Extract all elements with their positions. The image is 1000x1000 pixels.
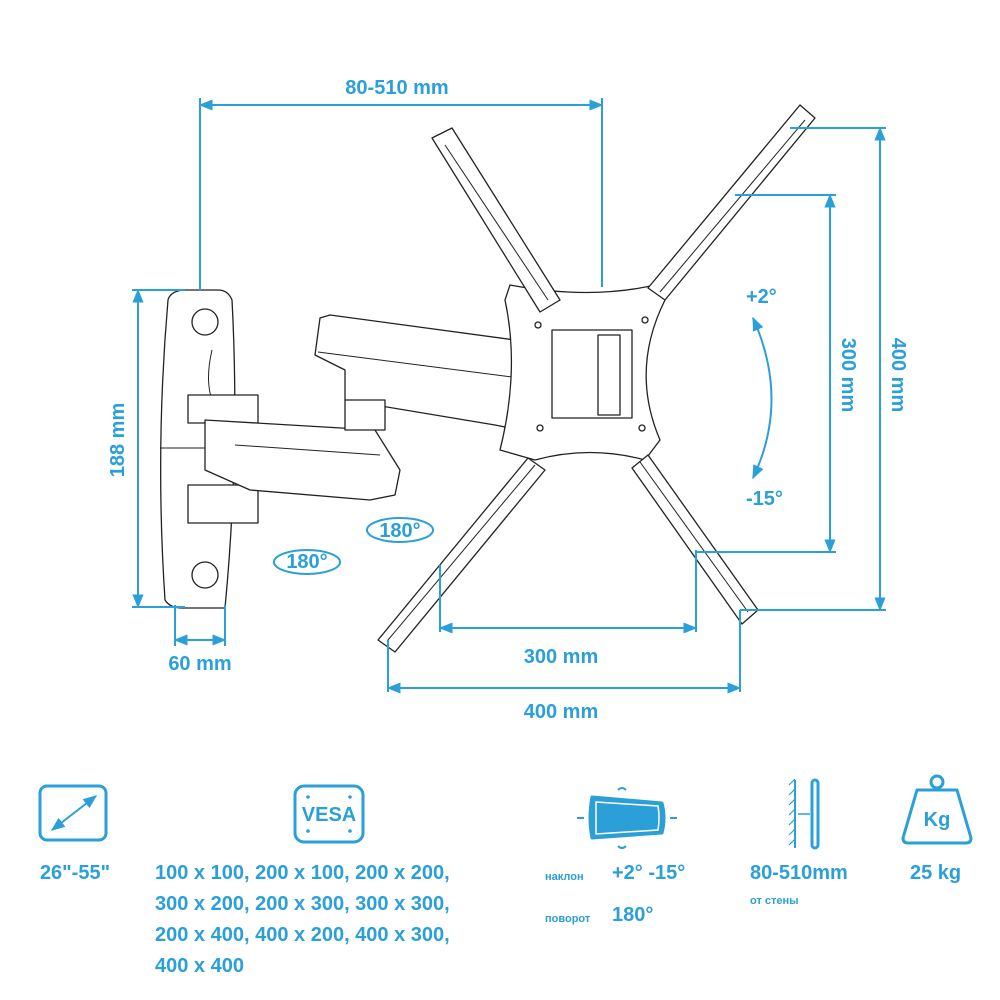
weight-icon: Kg	[901, 774, 973, 845]
screen-size-value: 26"-55"	[40, 862, 110, 884]
dim-vesa-h-inner: 300 mm	[438, 550, 698, 668]
plate-height-label: 188 mm	[107, 403, 129, 478]
dim-plate-height: 188 mm	[107, 288, 185, 609]
swivel-wall-indicator: 180°	[273, 549, 341, 575]
dim-vesa-h-outer: 400 mm	[386, 610, 742, 723]
tilt-label: наклон	[545, 871, 584, 883]
max-weight-value: 25 kg	[910, 862, 961, 884]
vesa-v-inner-label: 300 mm	[837, 338, 859, 413]
vesa-h-outer-label: 400 mm	[524, 701, 599, 723]
swivel-wall-label: 180°	[286, 551, 327, 573]
vesa-plate	[377, 104, 816, 653]
dim-arm-extension: 80-510 mm	[198, 77, 604, 290]
vesa-sizes-list: 100 x 100, 200 x 100, 200 x 200, 300 x 2…	[155, 862, 450, 977]
arm-assembly	[187, 314, 526, 524]
tilt-down-label: -15°	[746, 488, 783, 510]
arm-extension-label: 80-510 mm	[345, 77, 448, 99]
wall-distance-value: 80-510mm	[750, 862, 848, 884]
tilt-up-label: +2°	[746, 286, 777, 308]
dim-vesa-v-outer: 400 mm	[740, 126, 909, 612]
tilt-swivel-icon	[577, 787, 677, 849]
swivel-arm-indicator: 180°	[366, 517, 434, 543]
plate-depth-label: 60 mm	[168, 653, 231, 675]
vesa-line: 300 x 200, 200 x 300, 300 x 300,	[155, 893, 450, 915]
vesa-line: 400 x 400	[155, 955, 244, 977]
swivel-value: 180°	[612, 904, 653, 926]
vesa-v-outer-label: 400 mm	[887, 338, 909, 413]
dim-vesa-v-inner: 300 mm	[696, 193, 859, 554]
tilt-value: +2° -15°	[612, 862, 685, 884]
dim-plate-depth: 60 mm	[168, 605, 232, 675]
vesa-icon-label: VESA	[302, 804, 356, 826]
swivel-label: поворот	[545, 913, 591, 925]
wall-distance-icon	[788, 778, 820, 850]
vesa-line: 100 x 100, 200 x 100, 200 x 200,	[155, 862, 450, 884]
weight-icon-label: Kg	[924, 809, 951, 831]
screen-size-icon	[38, 784, 108, 842]
tilt-indicator: +2° -15°	[746, 286, 783, 510]
swivel-arm-label: 180°	[379, 520, 420, 542]
vesa-h-inner-label: 300 mm	[524, 646, 599, 668]
vesa-icon: VESA	[293, 784, 365, 844]
vesa-line: 200 x 400, 400 x 200, 400 x 300,	[155, 924, 450, 946]
wall-distance-note: от стены	[750, 895, 799, 907]
